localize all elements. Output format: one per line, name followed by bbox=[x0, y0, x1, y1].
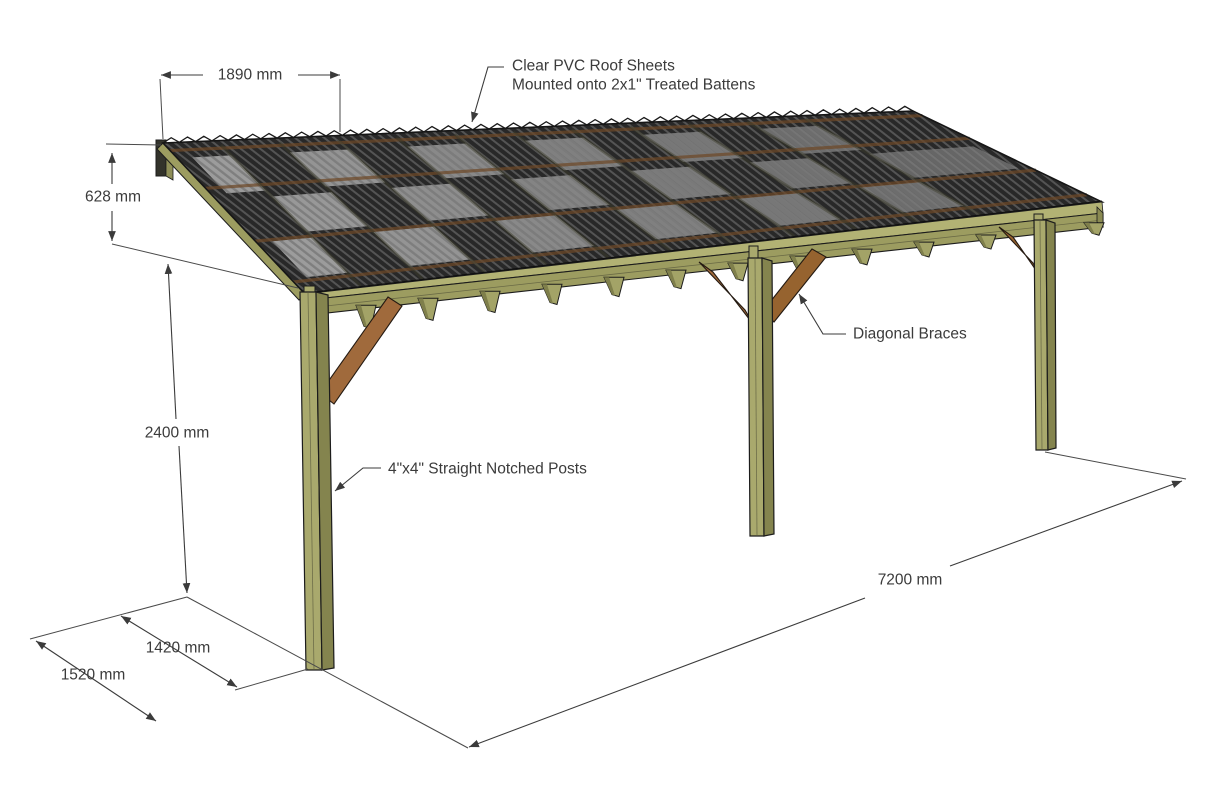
braces-note: Diagonal Braces bbox=[853, 326, 967, 343]
middle-right-brace bbox=[762, 248, 827, 323]
dim-label-1890: 1890 mm bbox=[218, 67, 283, 84]
dim-2400 bbox=[164, 263, 191, 594]
posts-note: 4"x4" Straight Notched Posts bbox=[388, 461, 587, 478]
left-post bbox=[299, 291, 335, 671]
pvc-roof-sheets bbox=[161, 105, 1105, 296]
dim-7200 bbox=[468, 480, 1183, 748]
middle-post bbox=[747, 257, 775, 537]
dim-label-628: 628 mm bbox=[85, 189, 141, 206]
dim-label-1520: 1520 mm bbox=[61, 667, 126, 684]
dim-label-2400: 2400 mm bbox=[145, 425, 210, 442]
dim-label-7200: 7200 mm bbox=[878, 572, 943, 589]
dimension-lines bbox=[35, 71, 1183, 748]
dim-label-1420: 1420 mm bbox=[146, 640, 211, 657]
posts-note-leader bbox=[334, 467, 381, 492]
dim-1520 bbox=[35, 640, 157, 722]
braces-note-leader bbox=[798, 293, 846, 335]
dimension-text-backs bbox=[76, 63, 957, 592]
leader-annotations: Clear PVC Roof Sheets Mounted onto 2x1" … bbox=[334, 58, 967, 492]
roof-note-leader bbox=[471, 66, 504, 123]
left-brace bbox=[319, 296, 403, 405]
right-post bbox=[1033, 219, 1057, 451]
posts bbox=[299, 219, 1057, 671]
dim-1420 bbox=[120, 615, 238, 688]
dimension-labels: 1890 mm 628 mm 2400 mm 1420 mm 1520 mm 7… bbox=[61, 67, 943, 684]
roof-note-line2: Mounted onto 2x1" Treated Battens bbox=[512, 77, 756, 94]
roof-note-line1: Clear PVC Roof Sheets bbox=[512, 58, 675, 75]
